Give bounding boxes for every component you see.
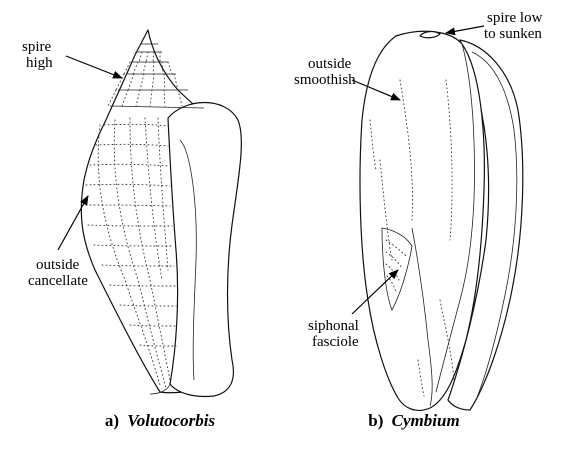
- cymbium-siphonal-label: siphonal fasciole: [308, 318, 363, 350]
- volutocorbis-shell-drawing: [81, 30, 241, 397]
- volutocorbis-caption-prefix: a): [105, 411, 119, 430]
- cymbium-spire-label: spire low to sunken: [484, 10, 546, 42]
- volutocorbis-outside-label: outside cancellate: [28, 257, 88, 289]
- cymbium-spire-line1: spire low: [487, 10, 543, 26]
- cymbium-siphonal-line2: fasciole: [312, 334, 359, 350]
- volutocorbis-spire-label: spire high: [22, 39, 55, 71]
- volutocorbis-spire-arrow: [66, 56, 122, 78]
- volutocorbis-panel: spire high outside cancellate a) Volutoc…: [22, 30, 241, 430]
- cymbium-panel: spire low to sunken outside smoothish si…: [294, 10, 546, 430]
- cymbium-spire-arrow: [446, 26, 484, 33]
- cymbium-caption: b) Cymbium: [368, 411, 459, 430]
- cymbium-shell-drawing: [360, 31, 523, 410]
- cymbium-siphonal-line1: siphonal: [308, 318, 359, 334]
- volutocorbis-caption: a) Volutocorbis: [105, 411, 216, 430]
- volutocorbis-outside-line1: outside: [36, 257, 80, 273]
- volutocorbis-outside-line2: cancellate: [28, 273, 88, 289]
- cymbium-outside-label: outside smoothish: [294, 56, 356, 88]
- volutocorbis-spire-line1: spire: [22, 39, 52, 55]
- cymbium-outside-line2: smoothish: [294, 72, 356, 88]
- cymbium-outside-line1: outside: [308, 56, 352, 72]
- volutocorbis-caption-name: Volutocorbis: [127, 411, 215, 430]
- cymbium-caption-name: Cymbium: [392, 411, 460, 430]
- volutocorbis-spire-line2: high: [26, 55, 53, 71]
- cymbium-caption-prefix: b): [368, 411, 383, 430]
- cymbium-spire-line2: to sunken: [484, 26, 542, 42]
